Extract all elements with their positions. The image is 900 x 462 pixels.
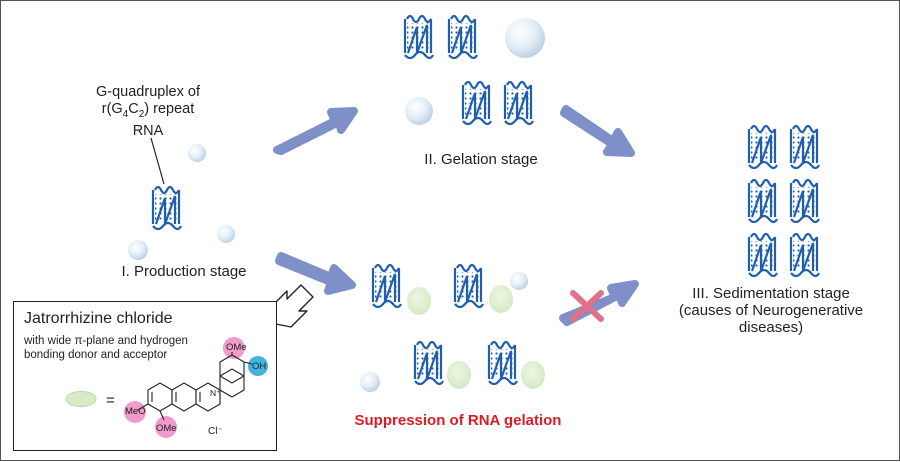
compound-arrow — [270, 284, 314, 328]
ome-bottom-highlight — [155, 416, 177, 438]
suppressed-quadruplexes — [371, 263, 545, 389]
ome-bottom-label: OMe — [156, 423, 177, 434]
bubble — [217, 225, 235, 243]
sediment-stack — [747, 124, 821, 278]
compound-box: Jatrorrhizine chloride with wide π-plane… — [13, 301, 277, 451]
ome-top-label: OMe — [226, 342, 247, 353]
meo-label: MeO — [125, 406, 146, 417]
bubble — [510, 272, 528, 290]
bubble — [128, 240, 148, 260]
n-plus-label: N⁺ — [210, 388, 221, 398]
bubble — [405, 97, 433, 125]
bubble — [505, 18, 545, 58]
compound-name: Jatrorrhizine chloride — [24, 310, 173, 327]
callout-line — [150, 137, 165, 185]
bubble — [360, 372, 380, 392]
ome-highlight — [223, 337, 245, 359]
meo-highlight — [124, 401, 146, 423]
compound-description: with wide π-plane and hydrogen bonding d… — [24, 335, 188, 361]
arrow-to-gelation — [273, 107, 358, 155]
arrow-to-sedimentation — [560, 105, 635, 157]
chloride-label: Cl⁻ — [208, 426, 223, 437]
arrow-to-suppression — [275, 252, 356, 295]
production-stage-label: I. Production stage — [121, 263, 247, 280]
gq-label: G-quadruplex of r(G4C2) repeat RNA — [96, 84, 200, 139]
jatrorrhizine-structure — [124, 337, 268, 438]
ligand-icon — [65, 391, 97, 407]
sedimentation-stage-label: III. Sedimentation stage (causes of Neur… — [678, 285, 864, 336]
g-quadruplex-single — [151, 185, 183, 231]
suppression-label: Suppression of RNA gelation — [354, 412, 562, 429]
cross-icon — [570, 290, 604, 322]
oh-highlight — [248, 356, 268, 376]
oh-label: OH — [252, 361, 267, 372]
bubble — [188, 144, 206, 162]
gelation-stage-label: II. Gelation stage — [424, 151, 538, 168]
equals-sign: = — [106, 392, 115, 409]
